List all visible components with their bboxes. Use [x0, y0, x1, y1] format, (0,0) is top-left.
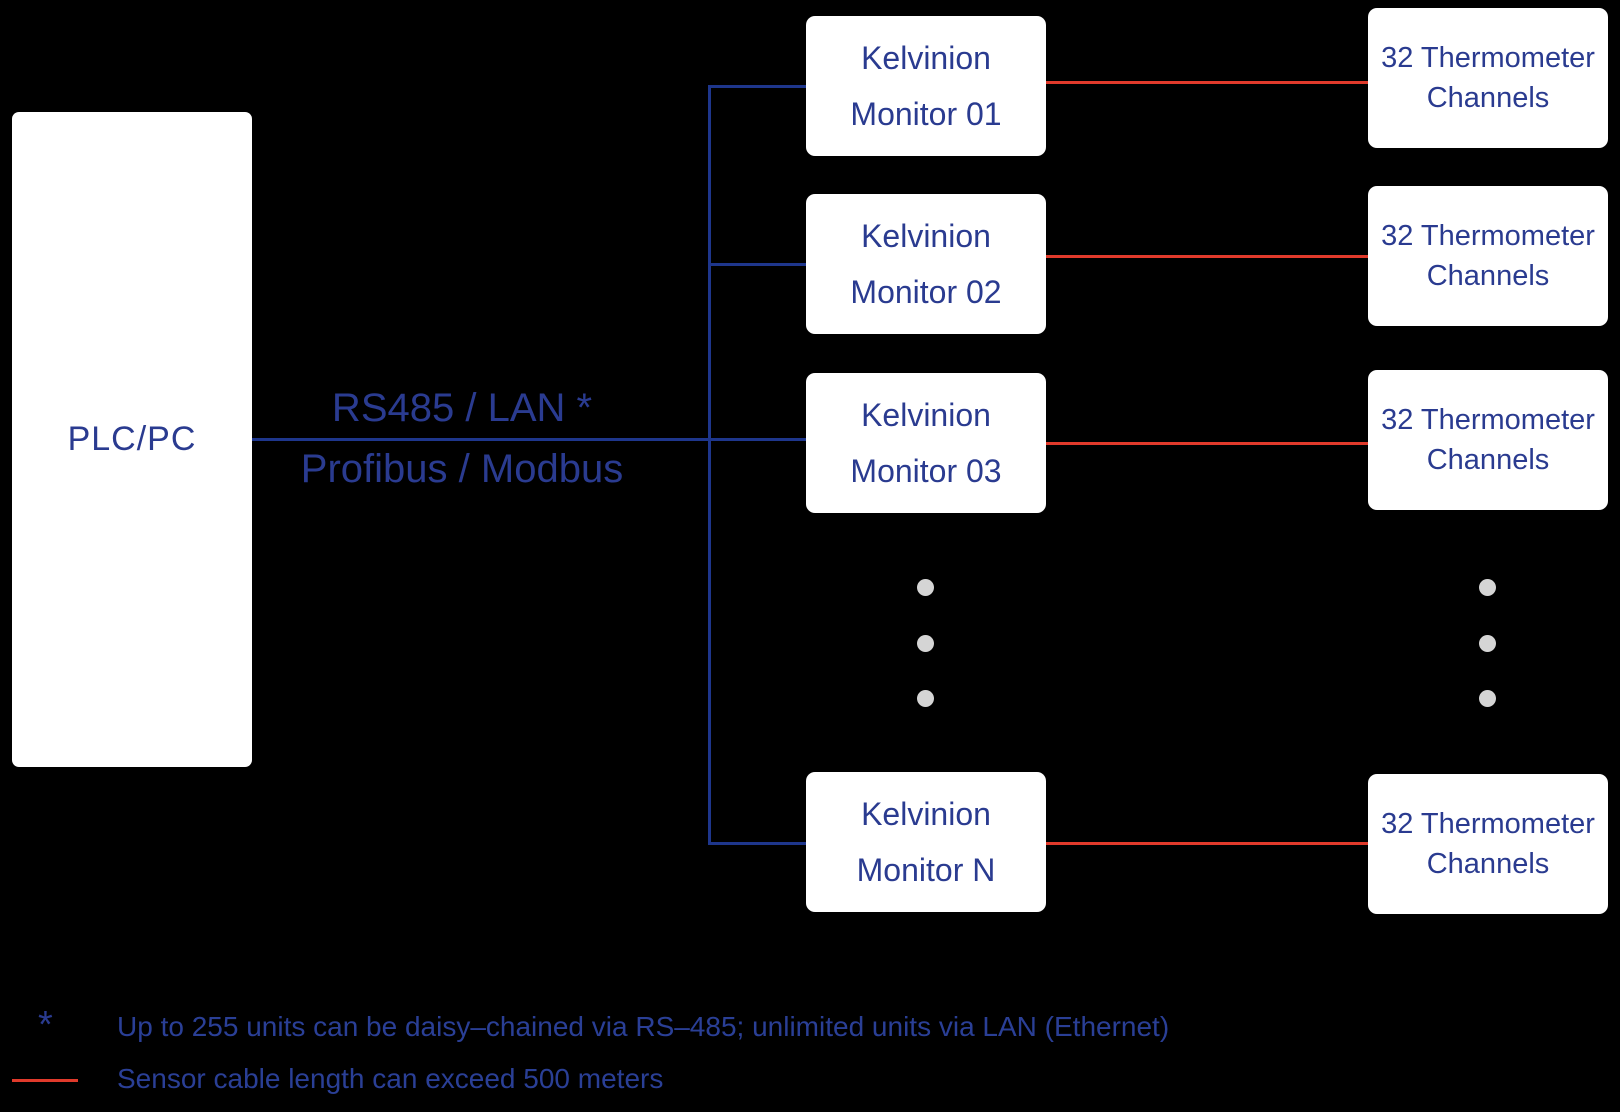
sensor-line-n	[1046, 842, 1368, 845]
monitor-02-line1: Kelvinion	[861, 218, 991, 254]
monitor-box-n: Kelvinion Monitor N	[806, 772, 1046, 912]
monitor-box-03: Kelvinion Monitor 03	[806, 373, 1046, 513]
footnote-asterisk: *	[38, 1004, 53, 1046]
monitor-n-line2: Monitor N	[856, 852, 996, 888]
sensor-line-01	[1046, 81, 1368, 84]
bus-main-line	[252, 438, 808, 441]
sensor-line-02	[1046, 255, 1368, 258]
channel-03-line1: 32 Thermometer	[1381, 404, 1595, 436]
channel-ellipsis-dot	[1479, 690, 1496, 707]
channel-ellipsis-dot	[1479, 635, 1496, 652]
channel-02-line2: Channels	[1426, 260, 1550, 292]
footnote-daisy-chain: Up to 255 units can be daisy–chained via…	[117, 1011, 1170, 1042]
channel-box-01: 32 Thermometer Channels	[1368, 8, 1608, 148]
bus-branch-monitor-02	[708, 263, 808, 266]
sensor-line-03	[1046, 442, 1368, 445]
monitor-01-line2: Monitor 01	[850, 96, 1002, 132]
bus-label-bottom: Profibus / Modbus	[300, 447, 624, 491]
bus-branch-monitor-01	[708, 85, 808, 88]
plc-label: PLC/PC	[67, 420, 197, 458]
channel-03-line2: Channels	[1426, 444, 1550, 476]
channel-box-02: 32 Thermometer Channels	[1368, 186, 1608, 326]
red-line-legend-swatch	[12, 1079, 78, 1082]
bus-branch-monitor-n	[708, 842, 808, 845]
plc-box: PLC/PC	[12, 112, 252, 767]
monitor-box-01: Kelvinion Monitor 01	[806, 16, 1046, 156]
monitor-ellipsis-dot	[917, 579, 934, 596]
monitor-ellipsis-dot	[917, 635, 934, 652]
monitor-n-line1: Kelvinion	[861, 796, 991, 832]
monitor-01-line1: Kelvinion	[861, 40, 991, 76]
monitor-02-line2: Monitor 02	[850, 274, 1002, 310]
channel-01-line2: Channels	[1426, 82, 1550, 114]
bus-vertical-line	[708, 85, 711, 845]
monitor-ellipsis-dot	[917, 690, 934, 707]
channel-box-n: 32 Thermometer Channels	[1368, 774, 1608, 914]
channel-01-line1: 32 Thermometer	[1381, 42, 1595, 74]
monitor-box-02: Kelvinion Monitor 02	[806, 194, 1046, 334]
bus-label-top: RS485 / LAN *	[331, 386, 593, 430]
monitor-03-line1: Kelvinion	[861, 397, 991, 433]
channel-n-line1: 32 Thermometer	[1381, 808, 1595, 840]
footnote-sensor-cable: Sensor cable length can exceed 500 meter…	[117, 1063, 664, 1094]
channel-02-line1: 32 Thermometer	[1381, 220, 1595, 252]
monitor-03-line2: Monitor 03	[850, 453, 1002, 489]
channel-n-line2: Channels	[1426, 848, 1550, 880]
channel-box-03: 32 Thermometer Channels	[1368, 370, 1608, 510]
channel-ellipsis-dot	[1479, 579, 1496, 596]
